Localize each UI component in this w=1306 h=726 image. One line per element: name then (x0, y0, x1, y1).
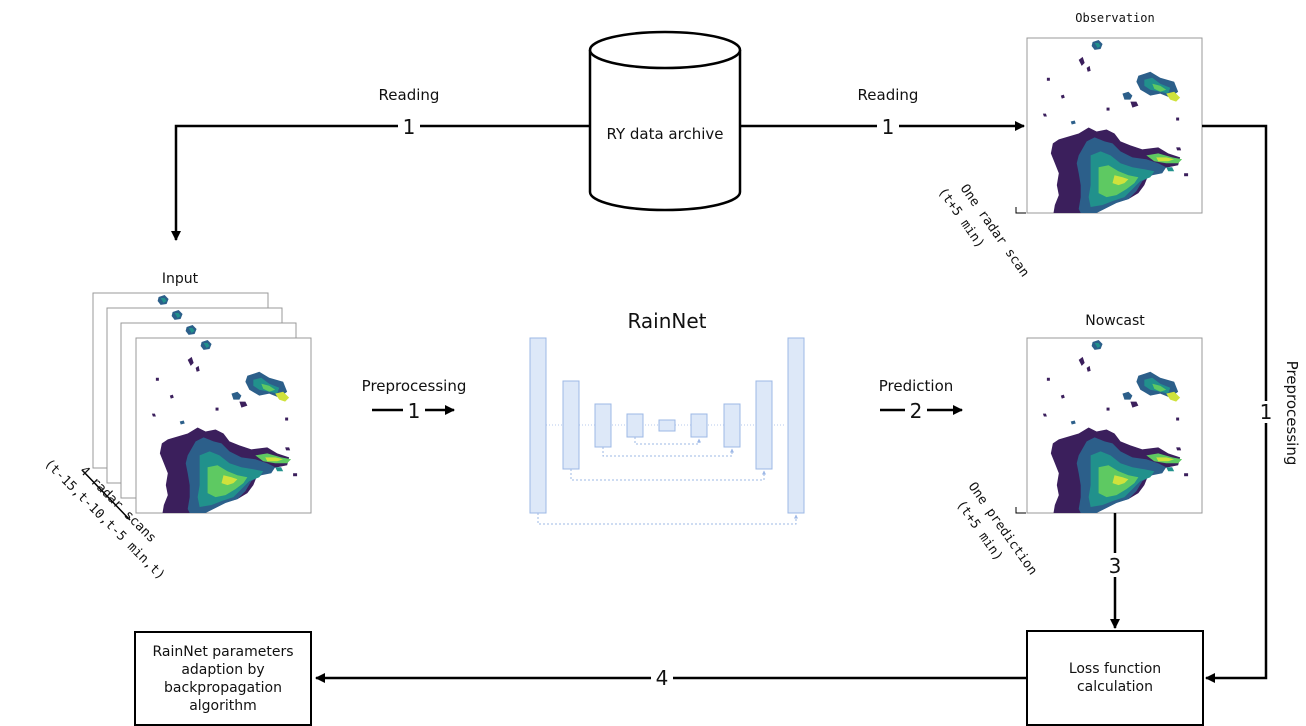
observation-radar-map (1026, 37, 1203, 214)
reading-left-arrow (171, 124, 590, 241)
step-number-mask (905, 400, 927, 422)
backprop-step-number: 4 (656, 666, 669, 690)
preprocessing-input-label: Preprocessing (362, 377, 467, 395)
step-number-mask (1255, 401, 1277, 423)
parameters-adaption-box: RainNet parameters adaption by backpropa… (134, 631, 312, 726)
loss-step-number: 3 (1109, 554, 1122, 578)
input-radar-stack (92, 292, 312, 514)
input-caption-bracket (81, 469, 131, 521)
rainnet-unet-diagram (529, 337, 805, 525)
prediction-step-number: 2 (910, 399, 923, 423)
parameters-adaption-label: RainNet parameters adaption by backpropa… (152, 643, 294, 714)
step-number-mask (1104, 553, 1126, 577)
observation-caption: One radar scan (t+5 min) (935, 182, 1032, 280)
loss-function-label: Loss function calculation (1068, 661, 1162, 695)
nowcast-caption-bracket (1015, 507, 1026, 514)
rainnet-title: RainNet (627, 309, 706, 333)
archive-label: RY data archive (606, 125, 723, 143)
nowcast-caption: One prediction (t+5 min) (953, 480, 1040, 578)
preprocessing-input-step-number: 1 (408, 399, 421, 423)
input-title: Input (162, 271, 199, 287)
nowcast-radar-map (1026, 337, 1203, 514)
step-number-mask (403, 400, 425, 422)
step-number-mask (398, 116, 420, 138)
data-archive-cylinder: RY data archive (588, 30, 742, 212)
reading-left-step-number: 1 (403, 115, 416, 139)
step-number-mask (651, 667, 673, 689)
preprocessing-observation-label: Preprocessing (1283, 361, 1301, 466)
nowcast-title: Nowcast (1085, 313, 1145, 329)
observation-title: Observation (1075, 11, 1154, 25)
reading-right-step-number: 1 (882, 115, 895, 139)
observation-caption-bracket (1015, 207, 1026, 214)
reading-left-label: Reading (379, 86, 440, 104)
step-number-mask (877, 116, 899, 138)
preprocessing-observation-step-number: 1 (1260, 400, 1273, 424)
reading-right-label: Reading (858, 86, 919, 104)
prediction-label: Prediction (879, 377, 954, 395)
loss-function-box: Loss function calculation (1026, 630, 1204, 726)
